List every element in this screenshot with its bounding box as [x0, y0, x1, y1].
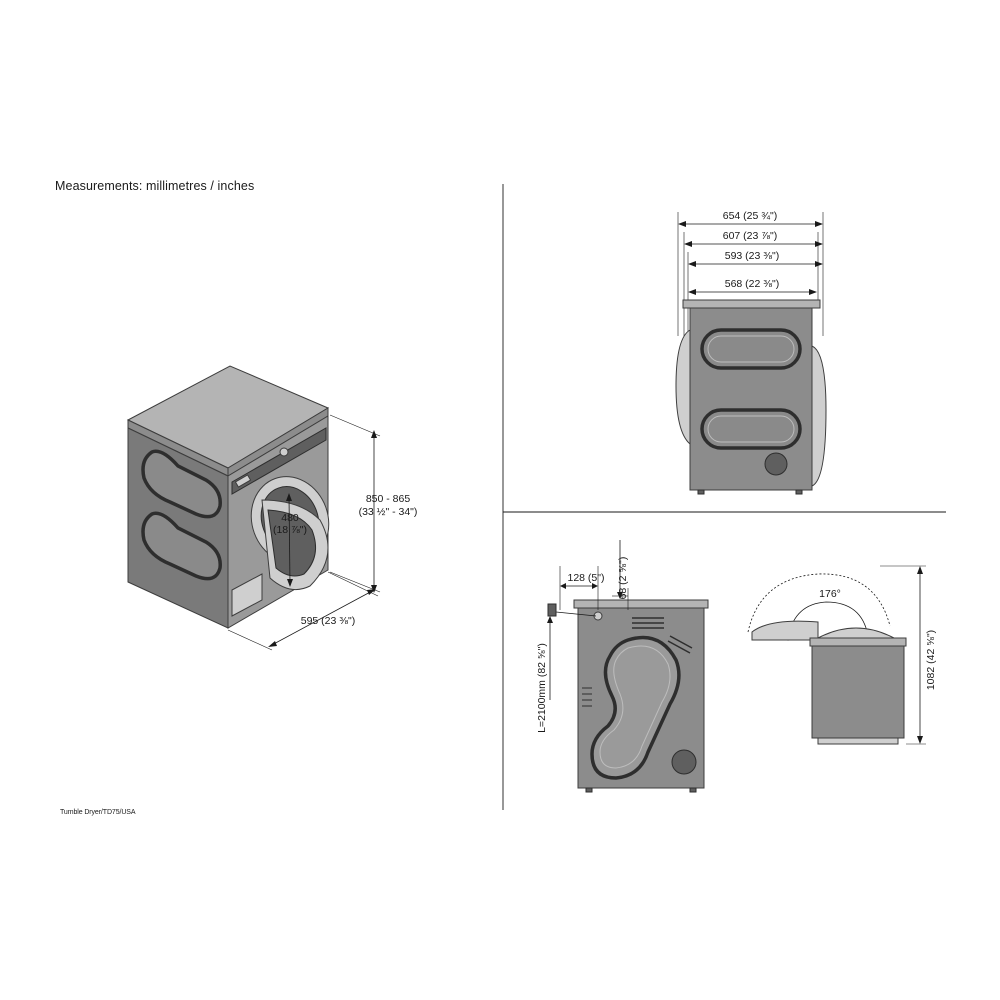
side-lid	[682, 299, 821, 309]
side-view: 654 (25 ¾") 607 (23 ⅞") 593 (23 ⅜") 568 …	[675, 210, 827, 495]
rear-power-cord	[555, 611, 597, 617]
rear-vents	[632, 617, 693, 654]
iso-program-knob	[279, 447, 289, 457]
rear-lid	[573, 599, 709, 609]
door-open-view: 176° 1082 (42 ⅝")	[747, 565, 937, 745]
iso-side-panel-lower	[141, 511, 222, 581]
side-panel-upper	[700, 328, 802, 370]
model-caption: Tumble Dryer/TD75/USA	[60, 809, 136, 816]
iso-control-strip	[231, 427, 327, 495]
iso-height-ext-top	[329, 414, 381, 437]
iso-width-ext-left	[227, 629, 273, 651]
rear-cord-length: L=2100mm (82 ⅝")	[536, 643, 548, 733]
door-open-panel	[751, 620, 819, 641]
iso-height-mm: 850 - 865	[366, 493, 411, 505]
rear-view: 128 (5") 68 (2 ⅝") L=2100mm (82 ⅝")	[536, 540, 709, 793]
rear-plug-icon	[547, 603, 557, 617]
side-depth-568: 568 (22 ⅜")	[688, 278, 817, 295]
iso-filter-panel	[231, 573, 263, 617]
iso-height-in: (33 ½" - 34")	[359, 506, 418, 518]
side-panel-lower	[700, 408, 802, 450]
rear-top-offset: 68 (2 ⅝")	[617, 557, 629, 600]
side-vent-hole	[764, 452, 788, 476]
svg-text:593 (23 ⅜"): 593 (23 ⅜")	[725, 250, 780, 262]
iso-door-glass	[267, 509, 317, 577]
rear-hose-offset: 128 (5")	[568, 572, 605, 584]
side-depth-654: 654 (25 ¾")	[678, 210, 823, 227]
door-glass-bubble	[817, 627, 895, 639]
door-swing-arc	[747, 573, 891, 633]
iso-opening-arrow	[288, 495, 291, 585]
side-door-bulge	[675, 329, 691, 446]
door-angle-label: 176°	[819, 588, 841, 600]
rear-foot-right	[689, 787, 697, 793]
side-foot-rear	[795, 489, 803, 495]
side-foot-front	[697, 489, 705, 495]
side-depth-593: 593 (23 ⅜")	[688, 250, 823, 267]
rear-drain-hose	[582, 687, 592, 707]
rear-foot-left	[585, 787, 593, 793]
door-view-body	[811, 645, 905, 739]
iso-opening-in: (18 ⅞")	[273, 524, 307, 536]
rear-vent-hole	[671, 749, 697, 775]
iso-width-label: 595 (23 ⅜")	[301, 615, 356, 627]
iso-display	[234, 474, 252, 488]
svg-text:654 (25 ¾"): 654 (25 ¾")	[723, 210, 778, 222]
door-view-base	[817, 737, 899, 745]
page-title: Measurements: millimetres / inches	[55, 179, 255, 193]
svg-text:607 (23 ⅞"): 607 (23 ⅞")	[723, 230, 778, 242]
door-view-lid	[809, 637, 907, 647]
iso-side-panel-upper	[141, 449, 222, 519]
side-depth-607: 607 (23 ⅞")	[684, 230, 823, 247]
door-angle-arc	[787, 601, 869, 639]
isometric-view: 480 (18 ⅞") 850 - 865 (33 ½" - 34") 595 …	[126, 365, 418, 651]
iso-height-ext-bottom	[329, 571, 381, 593]
iso-width-dim-line	[269, 589, 375, 647]
iso-opening-mm: 480	[281, 512, 299, 524]
svg-text:568 (22 ⅜"): 568 (22 ⅜")	[725, 278, 780, 290]
side-rear-bulge	[811, 345, 827, 487]
door-open-height: 1082 (42 ⅝")	[925, 630, 937, 690]
